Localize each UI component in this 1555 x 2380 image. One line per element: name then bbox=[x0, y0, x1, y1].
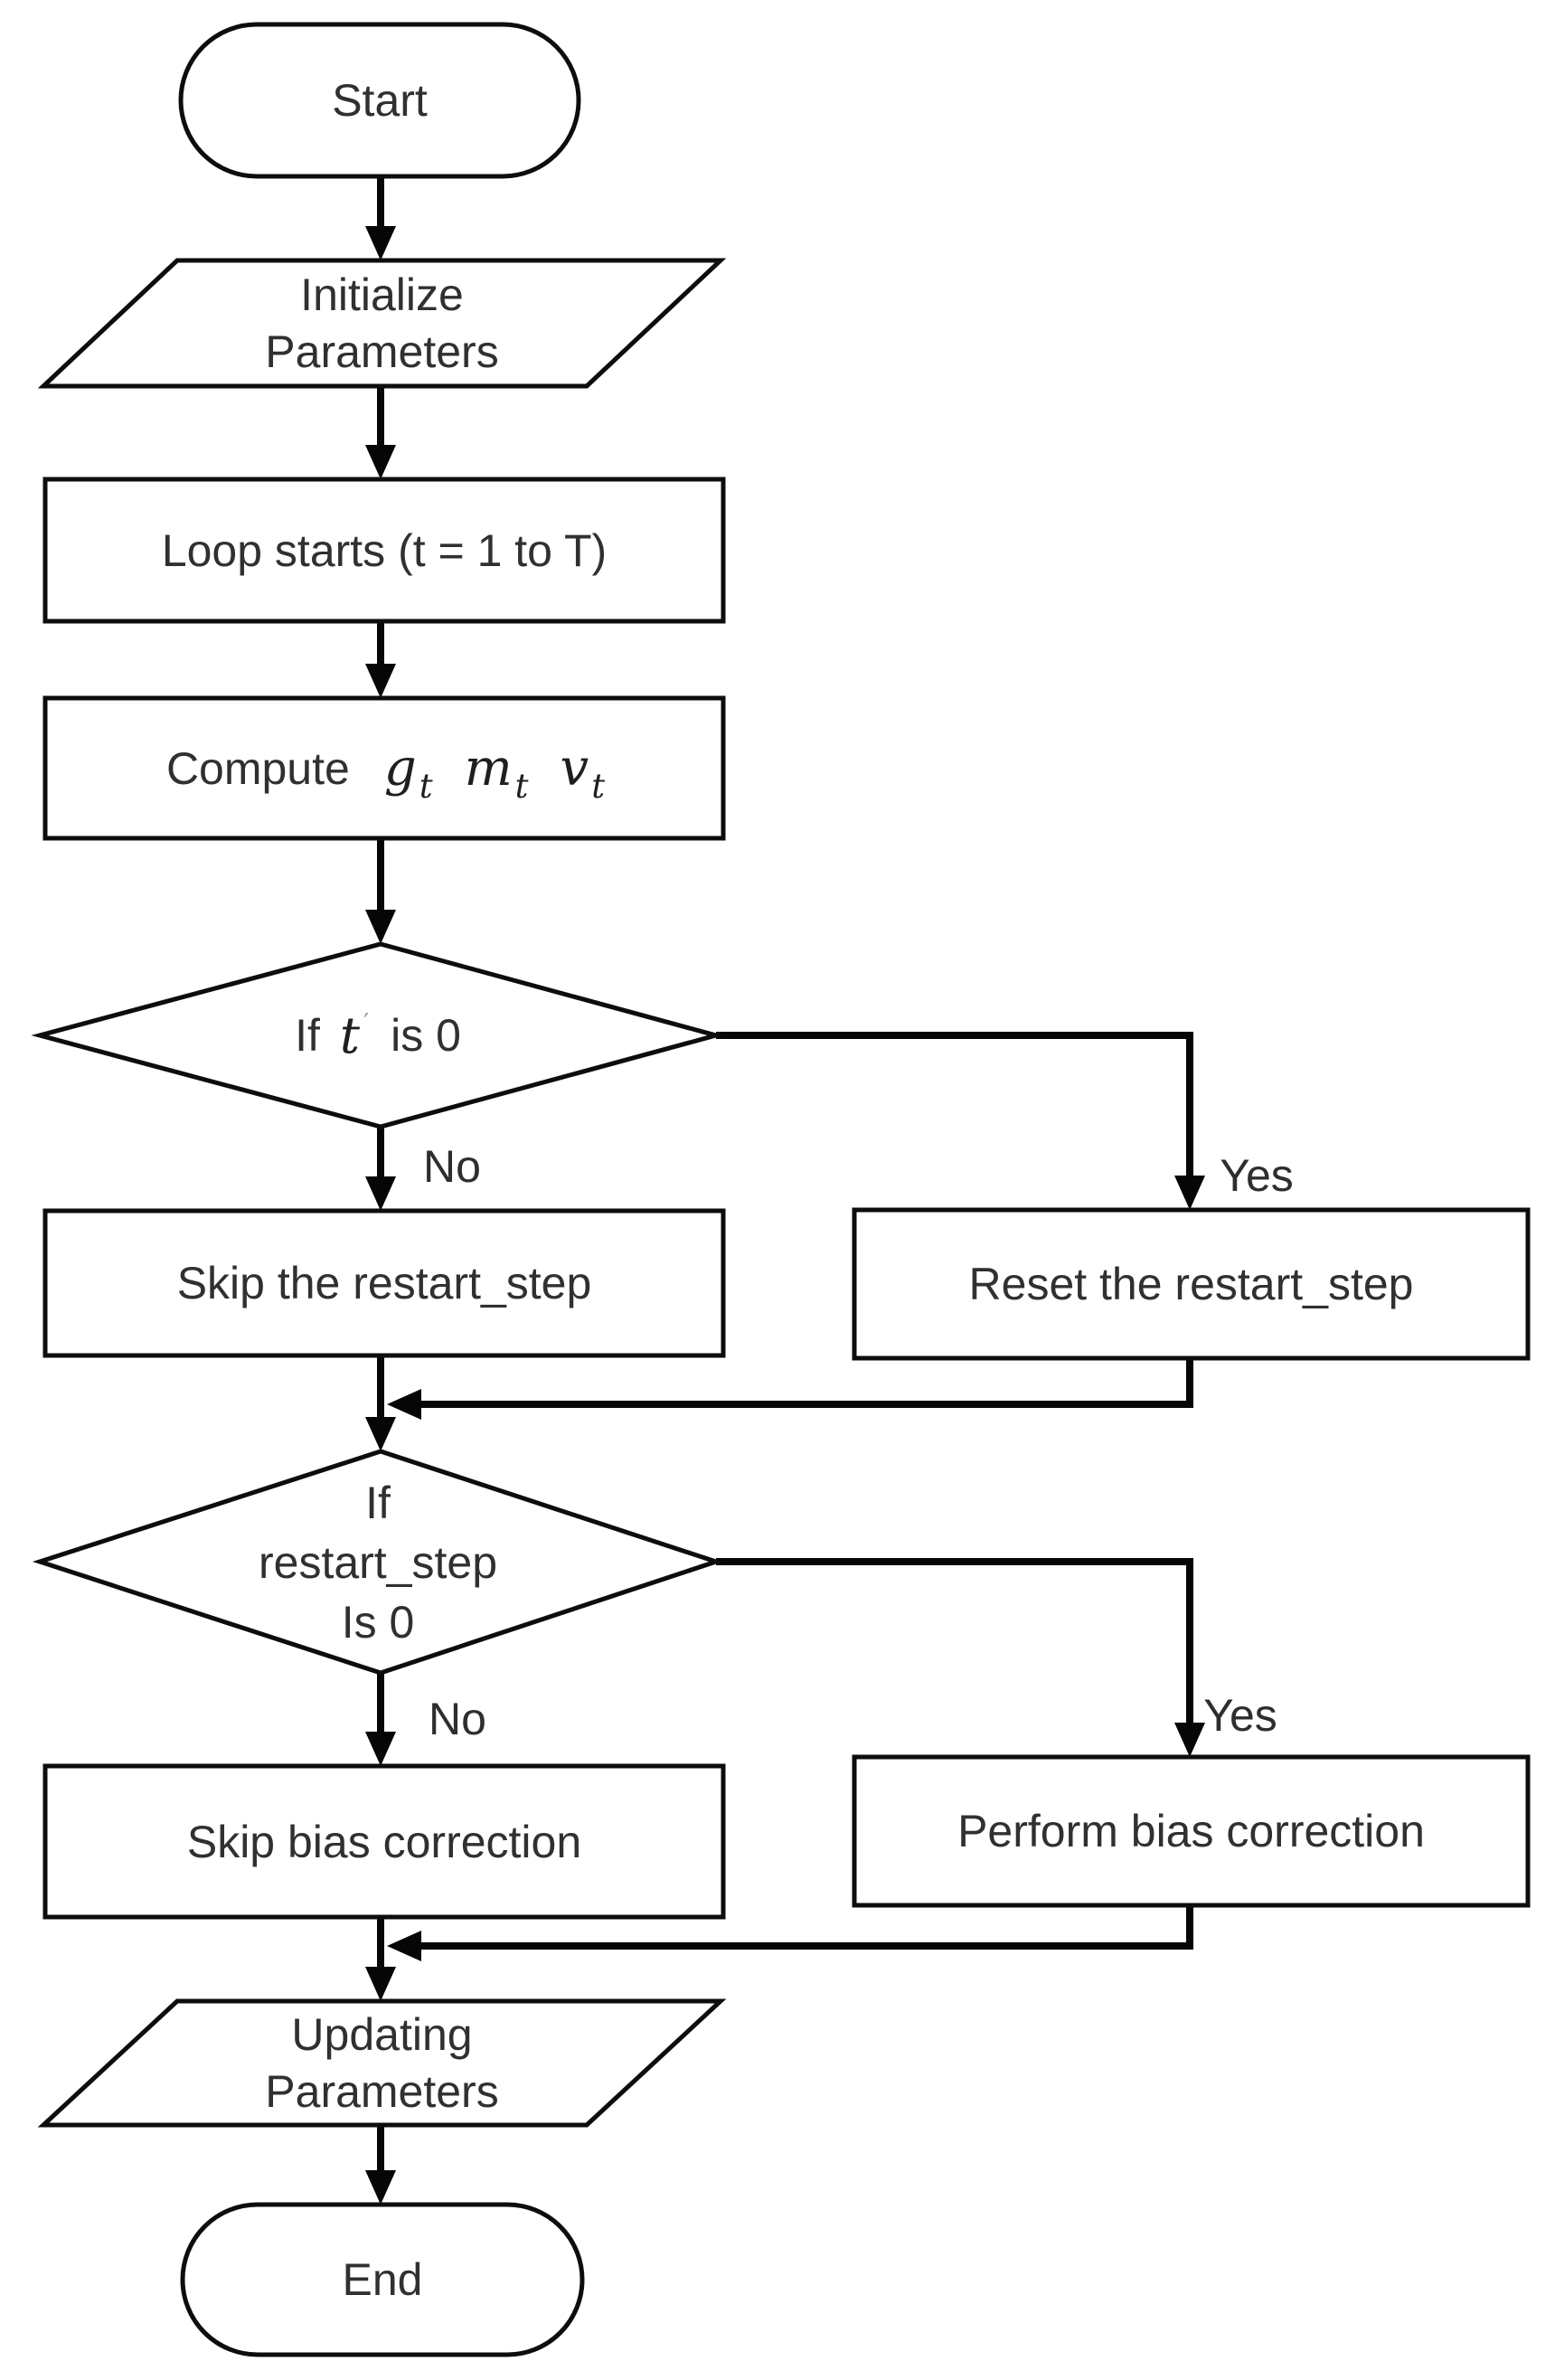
math-base-v: v bbox=[560, 738, 589, 798]
initialize-parameters-line1: Initialize bbox=[300, 269, 464, 320]
math-var-m-t: mt bbox=[464, 738, 529, 806]
initialize-parameters-parallelogram bbox=[37, 258, 727, 389]
updating-parameters-label: Updating Parameters bbox=[43, 2001, 721, 2125]
decision2-line3: Is 0 bbox=[341, 1596, 415, 1648]
arrowhead-reset-to-merge1 bbox=[387, 1389, 421, 1420]
compute-label: Compute gt mt vt bbox=[45, 698, 723, 838]
decision2-no-label: No bbox=[429, 1694, 486, 1744]
skip-bias-correction-label: Skip bias correction bbox=[186, 1816, 582, 1867]
decision2-diamond bbox=[32, 1449, 723, 1676]
math-base-t: t bbox=[339, 1006, 360, 1064]
math-sub-t2: t bbox=[514, 766, 529, 806]
reset-restart-step-rect bbox=[852, 1207, 1531, 1361]
decision2-line2: restart_step bbox=[258, 1536, 497, 1588]
arrowhead-loop-to-compute bbox=[365, 664, 396, 698]
math-var-t-prime: t′ bbox=[340, 1006, 369, 1065]
end-terminator-shape bbox=[180, 2202, 585, 2357]
loop-starts-label: Loop starts (t = 1 to T) bbox=[161, 524, 608, 576]
arrowhead-decision1-yes-branch bbox=[1174, 1176, 1205, 1210]
loop-starts-rect bbox=[42, 477, 726, 624]
perform-bias-correction-rect bbox=[852, 1754, 1531, 1908]
skip-bias-correction-rect bbox=[42, 1763, 726, 1920]
skip-restart-step-label: Skip the restart_step bbox=[176, 1258, 592, 1308]
decision1-label: If t′ is 0 bbox=[40, 944, 716, 1127]
decision2-label: If restart_step Is 0 bbox=[40, 1460, 716, 1664]
decision1-suffix: is 0 bbox=[391, 1010, 461, 1061]
arrowhead-skipbias-to-updating bbox=[365, 1967, 396, 2001]
decision2-yes-label: Yes bbox=[1203, 1690, 1277, 1741]
reset-restart-step-label: Reset the restart_step bbox=[968, 1259, 1414, 1309]
math-sub-t3: t bbox=[591, 766, 606, 806]
end-label: End bbox=[342, 2254, 423, 2305]
start-label: Start bbox=[332, 75, 428, 126]
prime-mark: ′ bbox=[363, 1009, 370, 1037]
skip-restart-step-rect bbox=[42, 1208, 726, 1358]
decision1-prefix: If bbox=[295, 1010, 320, 1061]
compute-rect bbox=[42, 695, 726, 841]
decision1-diamond bbox=[31, 941, 725, 1129]
arrowhead-decision1-no-branch bbox=[365, 1176, 396, 1211]
edge-perform-to-merge2 bbox=[421, 1905, 1193, 1950]
decision2-line1: If bbox=[365, 1477, 391, 1528]
decision1-yes-label: Yes bbox=[1220, 1150, 1294, 1201]
edge-decision1-yes-branch bbox=[716, 1032, 1193, 1177]
compute-prefix: Compute bbox=[165, 742, 350, 794]
arrowhead-decision2-no-branch bbox=[365, 1732, 396, 1766]
arrowhead-perform-to-merge2 bbox=[387, 1931, 421, 1961]
arrowhead-decision2-yes-branch bbox=[1174, 1723, 1205, 1757]
decision1-no-label: No bbox=[423, 1141, 481, 1192]
start-terminator-shape bbox=[178, 22, 581, 179]
edge-decision2-yes-branch bbox=[716, 1558, 1193, 1724]
math-sub-t1: t bbox=[419, 766, 433, 806]
updating-parameters-line2: Parameters bbox=[265, 2065, 499, 2117]
initialize-parameters-label: Initialize Parameters bbox=[43, 260, 721, 386]
initialize-parameters-line2: Parameters bbox=[265, 326, 499, 377]
arrowhead-updating-to-end bbox=[365, 2170, 396, 2205]
arrowhead-compute-to-decision1 bbox=[365, 910, 396, 944]
math-var-v-t: vt bbox=[560, 738, 606, 806]
updating-parameters-line1: Updating bbox=[291, 2008, 473, 2060]
perform-bias-correction-label: Perform bias correction bbox=[957, 1806, 1425, 1856]
arrowhead-start-to-initialize bbox=[365, 226, 396, 260]
math-var-g-t: gt bbox=[383, 738, 433, 806]
arrowhead-initialize-to-loop bbox=[365, 445, 396, 479]
arrowhead-skip-to-decision2 bbox=[365, 1417, 396, 1451]
math-base-m: m bbox=[464, 738, 513, 798]
updating-parameters-parallelogram bbox=[37, 1998, 727, 2128]
math-base-g: g bbox=[383, 738, 417, 798]
edge-reset-to-merge1 bbox=[421, 1358, 1193, 1408]
